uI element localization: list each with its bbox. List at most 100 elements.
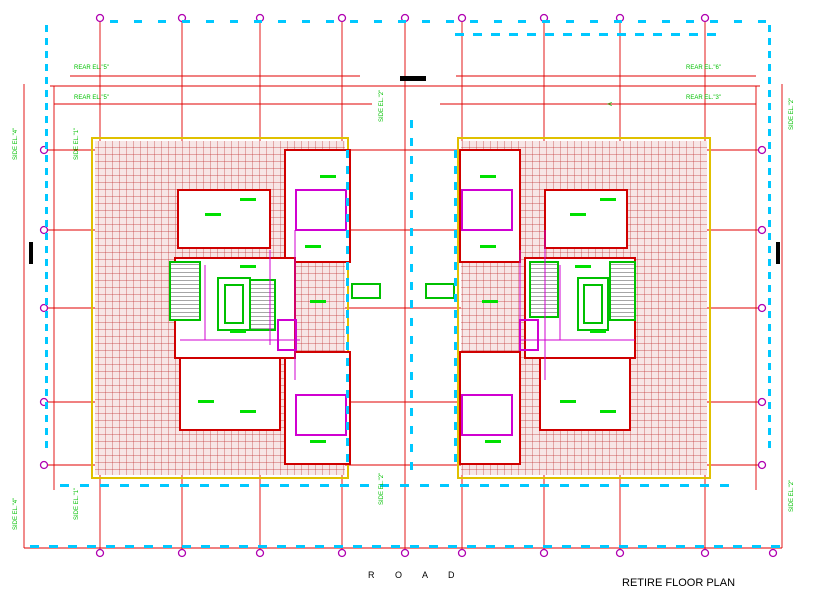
cyan-dash-0-10 xyxy=(45,155,48,162)
cyan-dash-5-32 xyxy=(700,484,709,487)
cyan-dash-3-7 xyxy=(581,33,590,36)
grid-node-right-1 xyxy=(757,225,767,235)
cyan-dash-5-24 xyxy=(540,484,549,487)
cyan-dash-8-0 xyxy=(410,120,413,128)
cyan-dash-0-6 xyxy=(45,103,48,110)
cyan-dash-2-10 xyxy=(220,545,229,548)
cyan-dash-1-1 xyxy=(768,38,771,45)
cyan-dash-0-26 xyxy=(45,363,48,370)
cyan-dash-5-30 xyxy=(660,484,669,487)
cyan-dash-7-3 xyxy=(454,198,457,206)
cyan-dash-0-23 xyxy=(45,324,48,331)
drawing-title: RETIRE FLOOR PLAN xyxy=(622,577,735,589)
cyan-dash-1-4 xyxy=(768,77,771,84)
cyan-dash-4-16 xyxy=(494,20,502,23)
cyan-dash-2-31 xyxy=(619,545,628,548)
cyan-dash-7-13 xyxy=(454,358,457,366)
cyan-dash-4-9 xyxy=(326,20,334,23)
cyan-dash-4-3 xyxy=(182,20,190,23)
cyan-dash-1-3 xyxy=(768,64,771,71)
cyan-dash-0-2 xyxy=(45,51,48,58)
cyan-dash-1-20 xyxy=(768,285,771,292)
cyan-dash-5-9 xyxy=(240,484,249,487)
cyan-dash-2-9 xyxy=(201,545,210,548)
cyan-dash-1-23 xyxy=(768,324,771,331)
cyan-dash-4-21 xyxy=(614,20,622,23)
cyan-dash-0-5 xyxy=(45,90,48,97)
cyan-dash-0-9 xyxy=(45,142,48,149)
rear-el-3-label-right: REAR EL."3" xyxy=(686,95,721,101)
left-magenta-partitions xyxy=(180,230,300,380)
cyan-dash-7-9 xyxy=(454,294,457,302)
cyan-dash-8-12 xyxy=(410,336,413,344)
cyan-dash-7-16 xyxy=(454,406,457,414)
cyan-dash-1-19 xyxy=(768,272,771,279)
cyan-dash-0-32 xyxy=(45,441,48,448)
cyan-dash-4-23 xyxy=(662,20,670,23)
cyan-dash-2-39 xyxy=(771,545,780,548)
cyan-dash-2-34 xyxy=(676,545,685,548)
cyan-dash-1-18 xyxy=(768,259,771,266)
cyan-dash-4-22 xyxy=(638,20,646,23)
cyan-dash-2-2 xyxy=(68,545,77,548)
cyan-dash-4-10 xyxy=(350,20,358,23)
grid-node-right-2 xyxy=(757,303,767,313)
cyan-dash-5-27 xyxy=(600,484,609,487)
cyan-dash-1-28 xyxy=(768,389,771,396)
cyan-dash-0-16 xyxy=(45,233,48,240)
cyan-dash-1-12 xyxy=(768,181,771,188)
green-mark-16 xyxy=(240,265,256,268)
cyan-dash-1-6 xyxy=(768,103,771,110)
cyan-dash-8-11 xyxy=(410,318,413,326)
cyan-dash-6-4 xyxy=(346,214,349,222)
cyan-dash-1-25 xyxy=(768,350,771,357)
green-mark-11 xyxy=(480,245,496,248)
cyan-dash-1-21 xyxy=(768,298,771,305)
cyan-dash-4-1 xyxy=(134,20,142,23)
cyan-dash-6-13 xyxy=(346,358,349,366)
cyan-dash-0-3 xyxy=(45,64,48,71)
cyan-dash-5-1 xyxy=(80,484,89,487)
cyan-dash-5-8 xyxy=(220,484,229,487)
cyan-dash-1-9 xyxy=(768,142,771,149)
cyan-dash-5-2 xyxy=(100,484,109,487)
green-mark-4 xyxy=(305,245,321,248)
cyan-dash-2-30 xyxy=(600,545,609,548)
cyan-dash-4-18 xyxy=(542,20,550,23)
cyan-dash-4-25 xyxy=(710,20,718,23)
cyan-dash-7-2 xyxy=(454,182,457,190)
cyan-dash-6-2 xyxy=(346,182,349,190)
cyan-dash-6-17 xyxy=(346,422,349,430)
cyan-dash-0-1 xyxy=(45,38,48,45)
cyan-dash-7-12 xyxy=(454,342,457,350)
side-el-4-label-top-left: SIDE EL."4" xyxy=(13,128,19,160)
green-mark-0 xyxy=(205,213,221,216)
rear-el-5-label-left-2: REAR EL."5" xyxy=(74,95,109,101)
cyan-dash-3-14 xyxy=(707,33,716,36)
cyan-dash-5-10 xyxy=(260,484,269,487)
cyan-dash-1-15 xyxy=(768,220,771,227)
side-el-1-label-bottom-left: SIDE EL."1" xyxy=(74,488,80,520)
rear-el-6-label-right: REAR EL."6" xyxy=(686,65,721,71)
cyan-dash-5-13 xyxy=(320,484,329,487)
cyan-dash-1-5 xyxy=(768,90,771,97)
cyan-dash-5-23 xyxy=(520,484,529,487)
cyan-dash-8-4 xyxy=(410,192,413,200)
grid-node-left-2 xyxy=(39,303,49,313)
cyan-dash-3-13 xyxy=(689,33,698,36)
green-mark-9 xyxy=(560,400,576,403)
cyan-dash-0-30 xyxy=(45,415,48,422)
green-mark-18 xyxy=(310,300,326,303)
cyan-dash-0-14 xyxy=(45,207,48,214)
cyan-dash-0-11 xyxy=(45,168,48,175)
cyan-dash-5-20 xyxy=(460,484,469,487)
cyan-dash-2-6 xyxy=(144,545,153,548)
cyan-dash-6-14 xyxy=(346,374,349,382)
grid-node-top-3 xyxy=(337,13,347,23)
cyan-dash-1-30 xyxy=(768,415,771,422)
cyan-dash-7-5 xyxy=(454,230,457,238)
green-mark-2 xyxy=(198,400,214,403)
green-mark-7 xyxy=(570,213,586,216)
grid-node-right-0 xyxy=(757,145,767,155)
cyan-dash-8-2 xyxy=(410,156,413,164)
